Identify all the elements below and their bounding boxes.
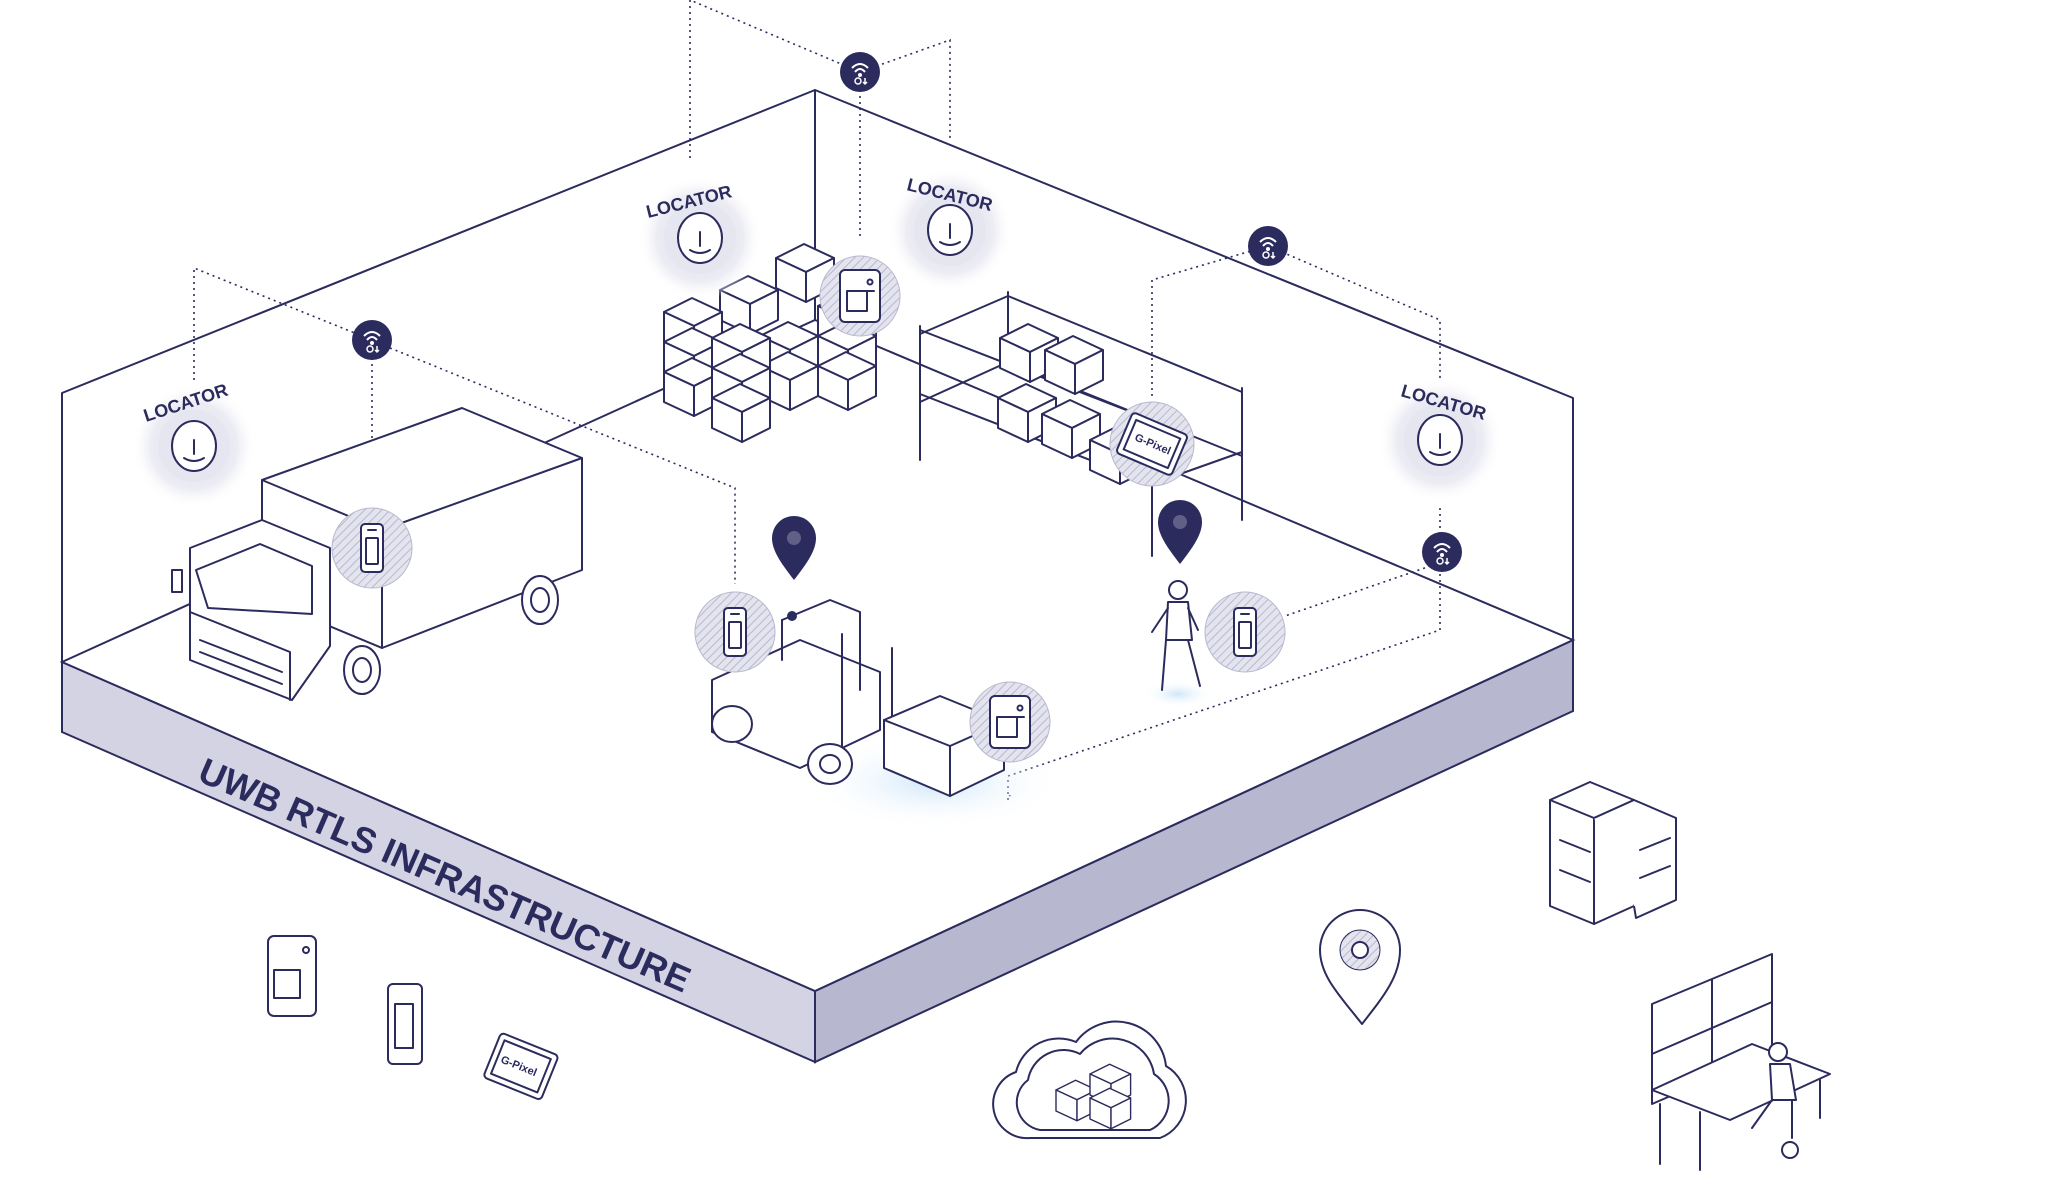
tag-display: G-Pixel — [483, 1032, 559, 1101]
locator-back-right: LOCATOR — [887, 167, 1013, 293]
uwb-tag-icon — [1233, 607, 1257, 657]
uwb-tag-boxes — [819, 255, 901, 337]
wifi-gateway-icon — [839, 51, 881, 93]
control-room-icon — [1651, 953, 1831, 1171]
worker — [1142, 580, 1214, 708]
locator-front-left: LOCATOR — [131, 380, 257, 509]
uwb-tag-pallet — [969, 681, 1051, 763]
wifi-gateway-icon — [1247, 225, 1289, 267]
tag-product-wide — [267, 935, 317, 1017]
uwb-tag-icon — [723, 607, 747, 657]
settings-pin-icon — [1319, 909, 1401, 1025]
cloud-server-icon — [992, 1020, 1187, 1140]
tag-product-slim — [387, 983, 423, 1065]
wifi-gateway-icon — [351, 319, 393, 361]
locator-right: LOCATOR — [1377, 377, 1503, 503]
display-tag-shelf: G-Pixel — [1109, 401, 1195, 487]
uwb-tag-icon — [360, 523, 384, 573]
uwb-tag-forklift — [694, 591, 776, 673]
locator-back-left: LOCATOR — [637, 175, 763, 301]
uwb-tag-worker — [1204, 591, 1286, 673]
server-rack-icon — [1549, 781, 1677, 925]
wifi-gateway-icon — [1421, 531, 1463, 573]
uwb-tag-icon — [839, 269, 881, 323]
uwb-tag-truck — [331, 507, 413, 589]
delivery-truck — [171, 407, 583, 701]
uwb-tag-icon — [989, 695, 1031, 749]
